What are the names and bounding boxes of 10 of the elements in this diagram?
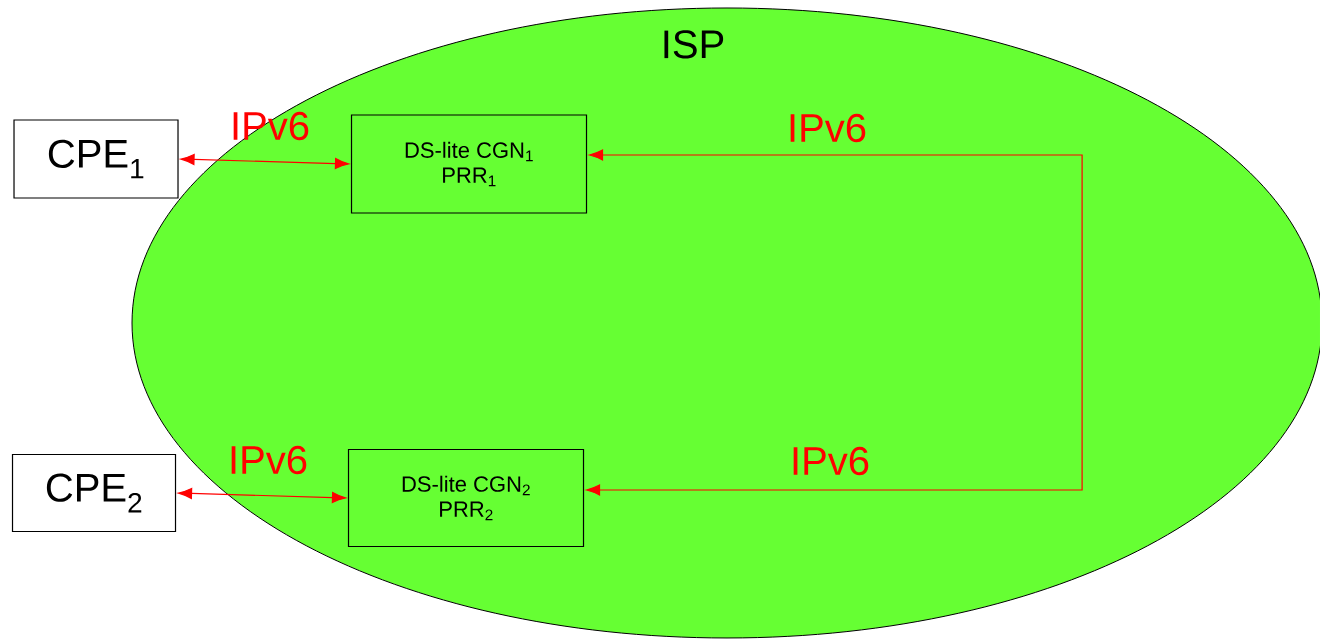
process-box: DS-lite CGN$_{1}$ PRR$_{1}$ [350, 114, 588, 214]
process-box: CPE$_{1}$ [13, 119, 179, 199]
line-label: IPv6 [793, 446, 869, 476]
process-box: DS-lite CGN$_{2}$ PRR$_{2}$ [347, 448, 585, 548]
edge-label: IPv6 [790, 113, 866, 143]
edge-label: IPv6 [231, 445, 307, 475]
arrow [180, 153, 350, 170]
process-box: CPE$_{2}$ [11, 453, 177, 533]
arrow [178, 487, 347, 504]
arrow [586, 149, 1083, 496]
